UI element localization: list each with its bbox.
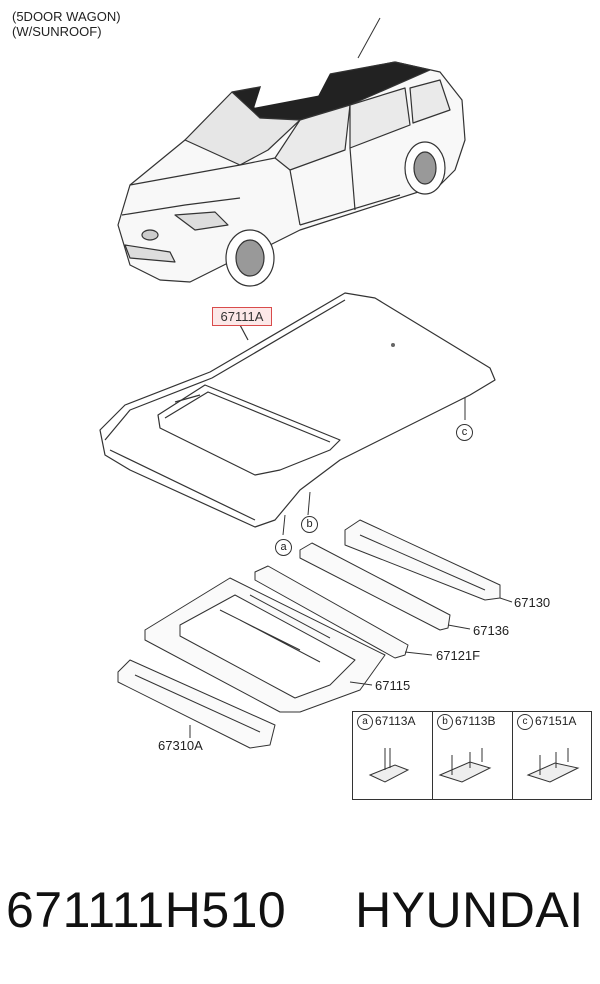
part-label-67130[interactable]: 67130 <box>514 595 551 610</box>
legend-part-a[interactable]: 67113A <box>375 714 416 729</box>
header-option: (W/SUNROOF) <box>12 24 102 39</box>
legend-letter-b: b <box>437 714 453 730</box>
part-label-67310a[interactable]: 67310A <box>158 738 203 753</box>
part-label-roof-panel[interactable]: 67111A <box>212 307 272 326</box>
part-label-67136[interactable]: 67136 <box>473 623 510 638</box>
callout-a: a <box>275 539 292 556</box>
legend-part-b[interactable]: 67113B <box>455 714 496 729</box>
car-illustration <box>117 17 466 287</box>
legend-letter-a: a <box>357 714 373 730</box>
header-model: (5DOOR WAGON) <box>12 9 121 24</box>
footer-caption: 671111H510 HYUNDAI <box>6 878 596 942</box>
legend-letter-c: c <box>517 714 533 730</box>
callout-b: b <box>301 516 318 533</box>
parts-diagram <box>99 17 580 783</box>
legend-part-c[interactable]: 67151A <box>535 714 577 729</box>
part-label-67115[interactable]: 67115 <box>375 678 411 693</box>
part-label-67121f[interactable]: 67121F <box>436 648 481 663</box>
callout-c: c <box>456 424 473 441</box>
footer-brand: HYUNDAI <box>355 882 584 938</box>
frame-parts-drawing <box>117 519 513 749</box>
roof-panel-drawing <box>99 292 496 536</box>
legend-clips <box>368 748 580 783</box>
footer-part-number: 671111H510 <box>6 882 287 938</box>
